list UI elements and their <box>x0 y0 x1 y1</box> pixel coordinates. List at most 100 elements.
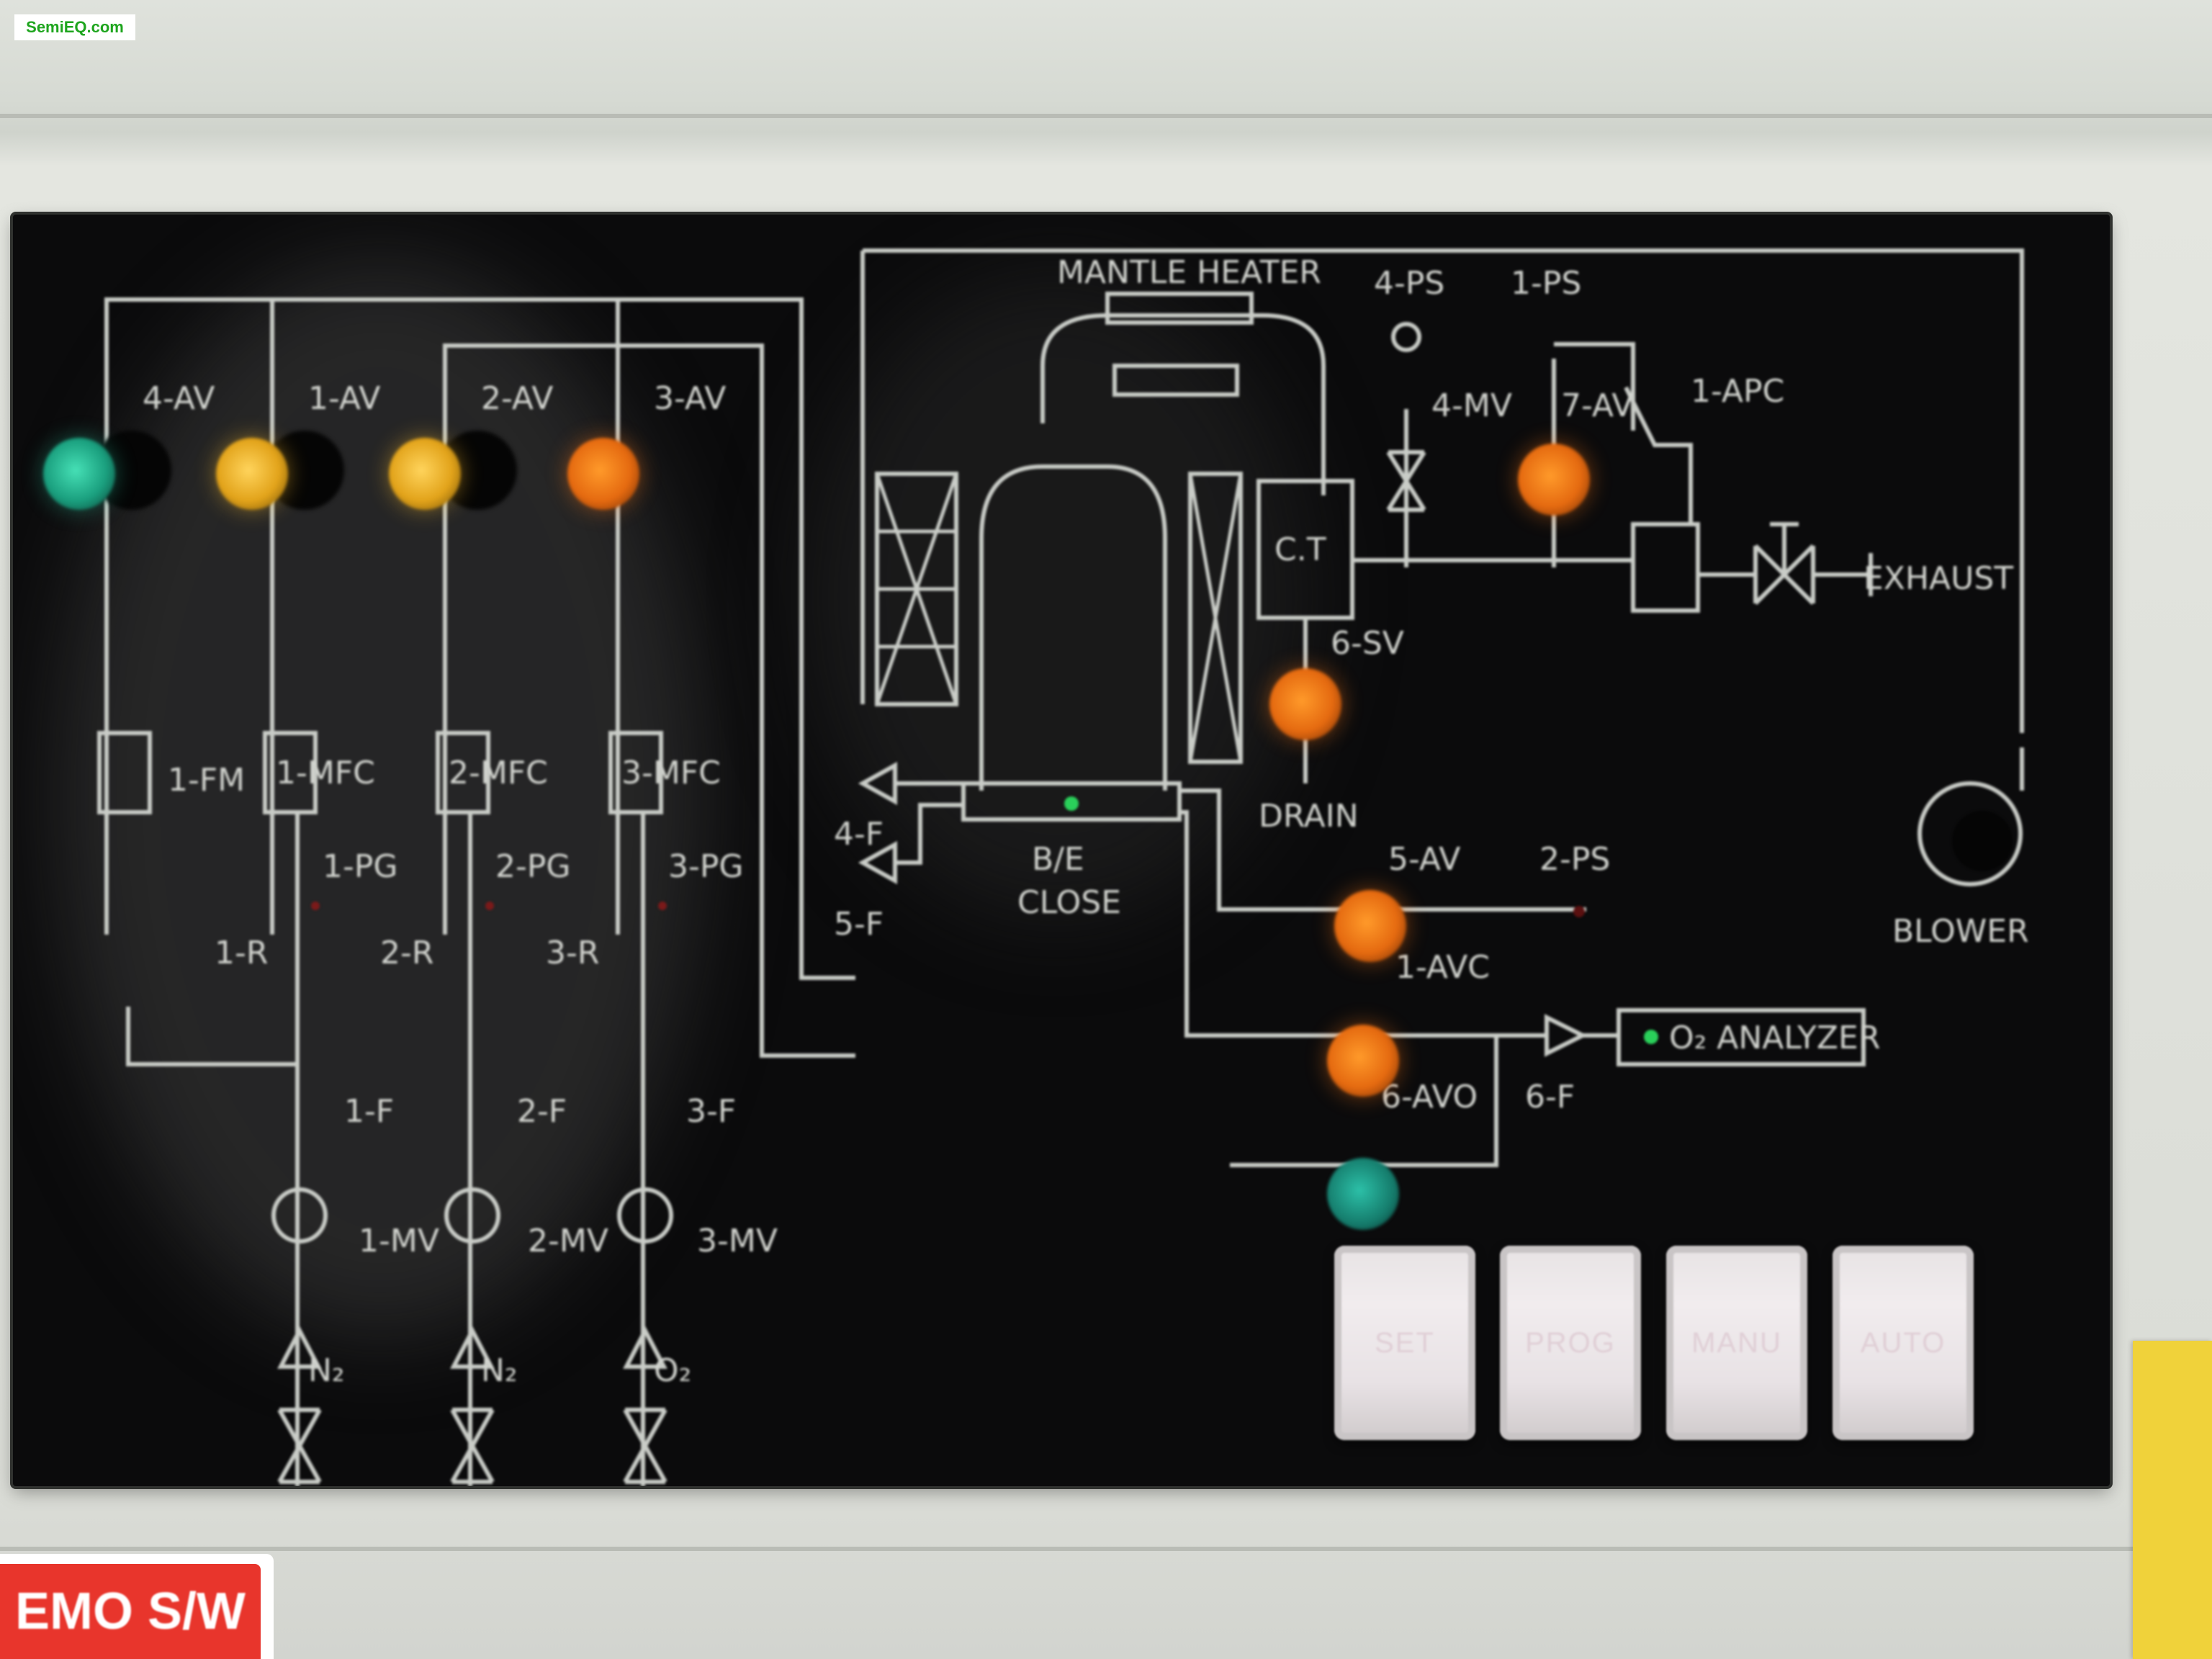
filter-2 <box>450 1326 495 1369</box>
lamp-3av <box>567 438 639 510</box>
label-drain: DRAIN <box>1259 798 1359 835</box>
label-ct: C.T <box>1274 531 1326 568</box>
label-1mv: 1-MV <box>359 1223 439 1259</box>
label-2pg: 2-PG <box>495 848 571 885</box>
label-6sv: 6-SV <box>1331 625 1404 662</box>
label-3pg: 3-PG <box>668 848 744 885</box>
label-1apc: 1-APC <box>1691 373 1784 410</box>
label-3f: 3-F <box>686 1093 736 1130</box>
pressure-switch-4 <box>1391 322 1421 352</box>
wall-ledge-bottom <box>0 1547 2212 1551</box>
pressure-switch-2 <box>1573 906 1585 917</box>
lamp-7av <box>1518 444 1590 516</box>
label-close: CLOSE <box>1017 884 1121 921</box>
pressure-gauge-3 <box>658 902 667 910</box>
label-1ps: 1-PS <box>1511 265 1581 302</box>
be-close-indicator <box>1064 796 1079 811</box>
flow-meter-1 <box>97 731 152 814</box>
pipe <box>104 297 855 980</box>
filter-4 <box>858 761 897 806</box>
label-3av: 3-AV <box>654 380 726 417</box>
label-1mfc: 1-MFC <box>276 755 375 791</box>
label-o2-analyzer: O₂ ANALYZER <box>1669 1020 1880 1056</box>
label-4ps: 4-PS <box>1374 265 1444 302</box>
blower <box>1917 781 2023 886</box>
pipe <box>863 248 2024 733</box>
lamp-1av <box>216 438 288 510</box>
be-door <box>961 781 1182 822</box>
label-blower: BLOWER <box>1892 913 2029 950</box>
filter-3 <box>623 1326 667 1369</box>
heater-left-coils <box>875 473 958 705</box>
label-2ps: 2-PS <box>1539 841 1610 878</box>
pressure-gauge-2 <box>485 902 494 910</box>
lamp-4av <box>43 438 115 510</box>
manu-button[interactable]: MANU <box>1666 1246 1807 1440</box>
lamp-avc <box>1327 1025 1399 1097</box>
auto-button-label: AUTO <box>1860 1326 1946 1359</box>
emo-switch-text: EMO S/W <box>15 1583 246 1640</box>
wall-ledge <box>0 114 2212 118</box>
apc-valve <box>1624 386 1693 524</box>
set-button[interactable]: SET <box>1334 1246 1475 1440</box>
label-1av: 1-AV <box>308 380 380 417</box>
label-1avc: 1-AVC <box>1395 949 1490 986</box>
process-diagram: 4-AV 1-AV 2-AV 3-AV 1-FM 1-MFC 2-MFC 3-M… <box>97 248 2029 1486</box>
prog-button[interactable]: PROG <box>1500 1246 1641 1440</box>
mfc-1 <box>263 731 318 814</box>
apc-body <box>1631 522 1700 613</box>
label-1pg: 1-PG <box>323 848 398 885</box>
manu-button-label: MANU <box>1691 1326 1782 1359</box>
label-3r: 3-R <box>546 935 599 971</box>
label-6f: 6-F <box>1525 1079 1575 1115</box>
o2-analyzer-box <box>1617 1008 1866 1066</box>
pipe <box>443 343 855 1058</box>
lamp-5av <box>1334 890 1406 962</box>
label-7av: 7-AV <box>1561 387 1633 424</box>
manual-valve-3 <box>623 1408 667 1484</box>
label-3mfc: 3-MFC <box>621 755 721 791</box>
label-6avo: 6-AVO <box>1381 1079 1478 1115</box>
label-1r: 1-R <box>215 935 268 971</box>
heater-element <box>1112 364 1239 397</box>
set-button-label: SET <box>1375 1326 1435 1359</box>
auto-button[interactable]: AUTO <box>1833 1246 1974 1440</box>
emo-switch-label: EMO S/W <box>0 1554 274 1659</box>
blower-fan <box>1952 811 2013 871</box>
label-2f: 2-F <box>517 1093 567 1130</box>
label-4f: 4-F <box>834 816 884 853</box>
regulator-2 <box>444 1187 500 1244</box>
control-panel: 4-AV 1-AV 2-AV 3-AV 1-FM 1-MFC 2-MFC 3-M… <box>13 215 2110 1486</box>
reactor-vessel <box>979 464 1167 791</box>
manual-valve-2 <box>450 1408 495 1484</box>
label-exhaust: EXHAUST <box>1863 560 2013 597</box>
lamp-6sv <box>1269 668 1341 740</box>
pipe <box>895 781 963 865</box>
label-2mfc: 2-MFC <box>449 755 548 791</box>
regulator-3 <box>617 1187 673 1244</box>
label-be: B/E <box>1032 841 1084 878</box>
filter-6 <box>1545 1014 1588 1057</box>
regulator-1 <box>271 1187 328 1244</box>
pressure-gauge-1 <box>311 902 320 910</box>
label-5av: 5-AV <box>1388 841 1460 878</box>
label-mantle-heater: MANTLE HEATER <box>1057 254 1321 291</box>
label-2mv: 2-MV <box>528 1223 608 1259</box>
manual-valve-4 <box>1386 450 1426 512</box>
label-gas-3: O₂ <box>654 1352 691 1389</box>
label-4av: 4-AV <box>143 380 215 417</box>
pipe <box>1179 788 1586 912</box>
heater-right-coils <box>1188 473 1243 763</box>
pipe <box>1040 313 1326 495</box>
mfc-2 <box>436 731 490 814</box>
watermark-label: SemiEQ.com <box>14 14 135 40</box>
o2-analyzer-indicator <box>1644 1030 1658 1044</box>
exhaust-valve <box>1753 522 1815 606</box>
label-1f: 1-F <box>344 1093 394 1130</box>
label-5f: 5-F <box>834 906 884 943</box>
lamp-2av <box>389 438 461 510</box>
label-2av: 2-AV <box>481 380 553 417</box>
manual-valve-1 <box>277 1408 322 1484</box>
label-gas-1: N₂ <box>308 1352 345 1389</box>
exhaust-outlet <box>1813 553 1873 596</box>
